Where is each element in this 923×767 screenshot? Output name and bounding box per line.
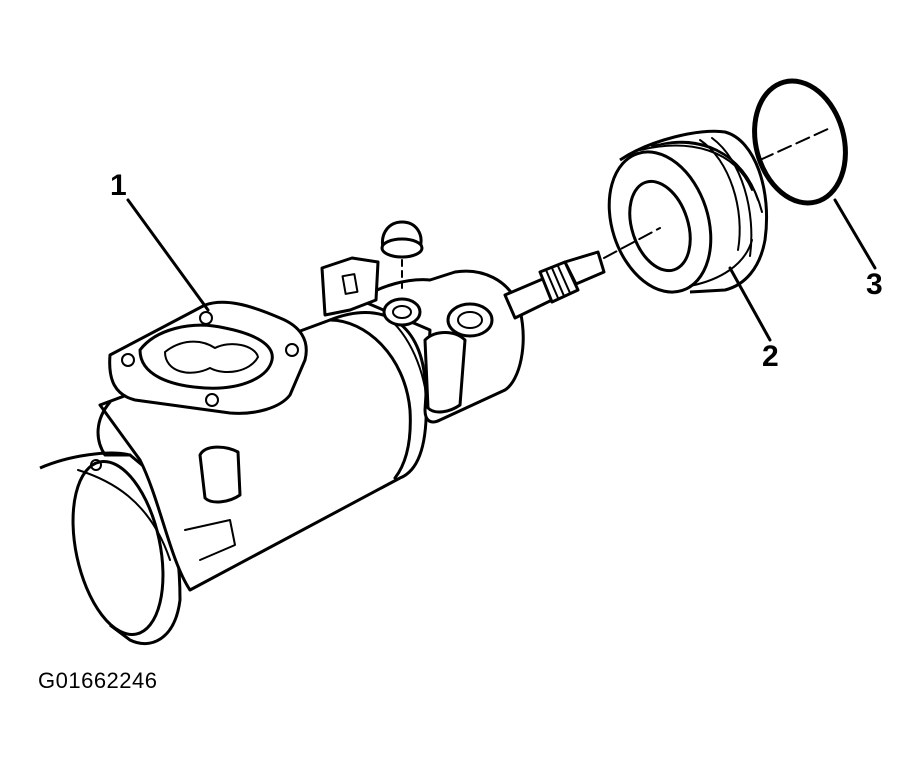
leader-lines: [126, 198, 877, 342]
callout-2: 2: [762, 340, 779, 373]
callout-3: 3: [866, 268, 883, 301]
callout-1: 1: [110, 169, 127, 202]
figure-id-caption: G01662246: [38, 668, 158, 693]
o-ring-part-3: [752, 78, 848, 206]
alignment-centerline: [603, 127, 831, 259]
housing-part-1: [39, 250, 606, 646]
seal-part-2: [607, 129, 769, 294]
bleeder-cap: [380, 220, 424, 293]
